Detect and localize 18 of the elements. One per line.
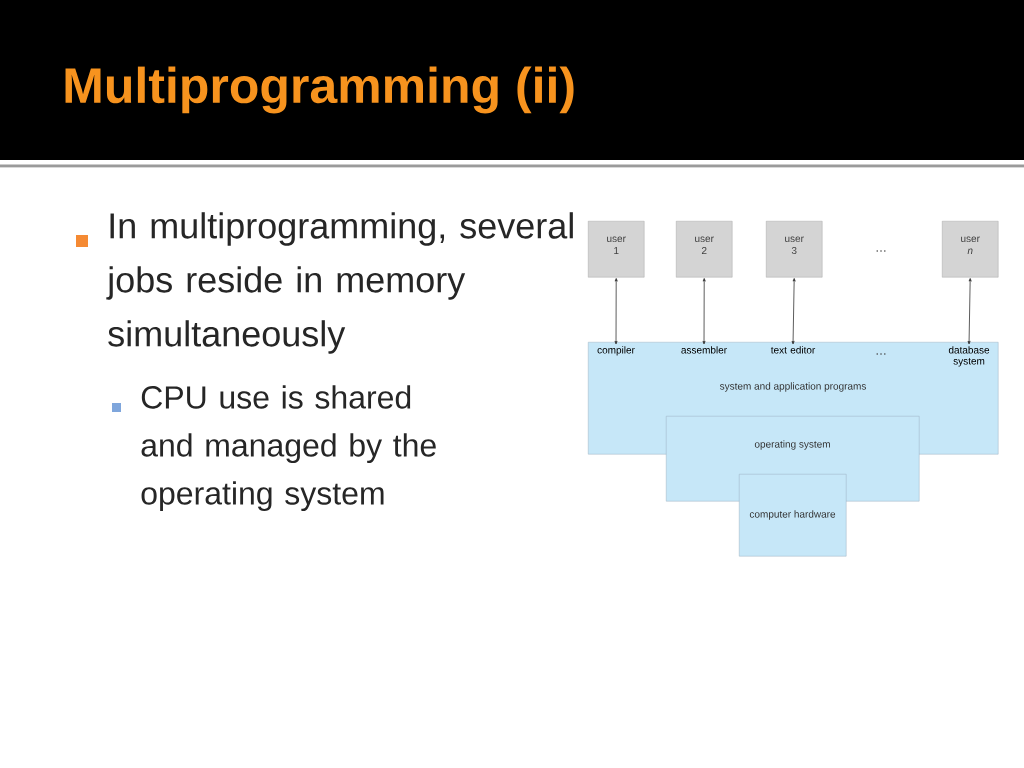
program-label: assembler xyxy=(681,346,727,354)
program-label: compiler xyxy=(597,346,635,356)
double-arrow xyxy=(702,278,706,345)
user-box: user 2 xyxy=(676,221,733,278)
double-arrow xyxy=(614,278,618,345)
user-box: user 1 xyxy=(588,221,645,278)
ellipsis: … xyxy=(876,250,886,252)
double-arrow xyxy=(967,278,972,345)
double-arrow xyxy=(791,278,796,345)
ellipsis: … xyxy=(876,353,886,355)
program-label: database system xyxy=(948,346,990,367)
bullet-text: CPU use is shared and managed by the operating system xyxy=(141,385,436,512)
program-label: text editor xyxy=(770,346,816,354)
user-box: user 3 xyxy=(766,221,823,278)
user-box: user n xyxy=(942,221,999,278)
bullet-text: In multiprogramming, several jobs reside in memory simultaneously xyxy=(106,212,573,354)
hardware-box: computer hardware xyxy=(739,474,847,557)
slide-title: Multiprogramming (ii) xyxy=(65,66,574,114)
